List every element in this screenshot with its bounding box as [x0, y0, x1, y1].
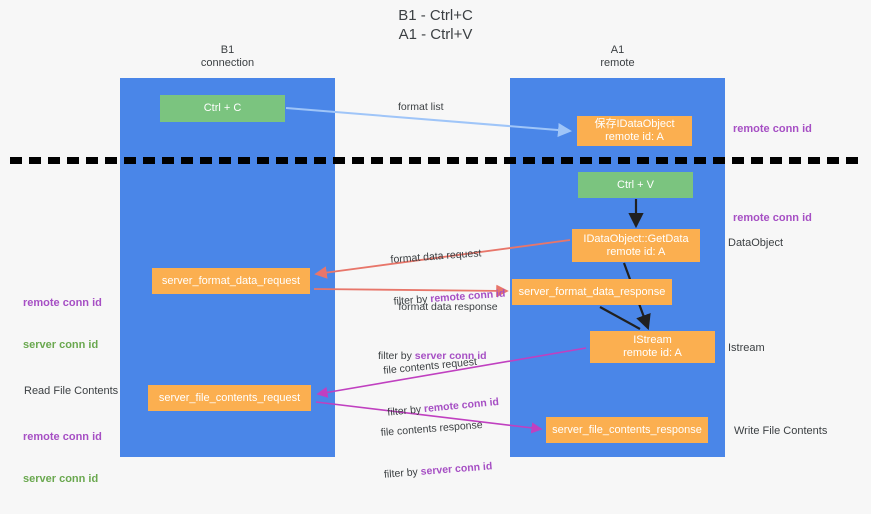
node-server-file-contents-response[interactable]: server_file_contents_response: [546, 417, 708, 443]
annotation-server-conn-id: server conn id: [23, 339, 99, 351]
node-istream-sublabel: remote id: A: [623, 347, 682, 359]
node-server-format-data-response-label: server_format_data_response: [518, 285, 666, 298]
node-save-idataobject-sublabel: remote id: A: [605, 131, 664, 143]
node-istream-label: IStream: [633, 334, 672, 346]
node-server-file-contents-response-label: server_file_contents_response: [552, 423, 702, 436]
edge-format-data-request: [314, 239, 571, 279]
edge-file-contents-response: [315, 401, 543, 434]
edge-response-to-istream: [599, 306, 641, 330]
edge-label-file-contents-request-line1: file contents request: [382, 355, 478, 377]
lane-a1-lower: [510, 160, 725, 457]
edge-label-format-data-response: format data response filter by server co…: [378, 272, 518, 391]
node-server-file-contents-request[interactable]: server_file_contents_request: [148, 385, 311, 411]
annotation-istream: Istream: [728, 342, 765, 354]
node-idataobject-getdata-label: IDataObject::GetData: [583, 232, 689, 245]
annotation-dataobject: DataObject: [728, 237, 784, 249]
node-istream[interactable]: IStream remote id: A: [590, 331, 715, 363]
edge-label-file-contents-response-line2: filter by server conn id: [383, 459, 493, 481]
node-save-idataobject-label: 保存IDataObject: [594, 118, 675, 130]
edge-label-format-data-response-line2: filter by server conn id: [378, 349, 518, 363]
node-ctrl-c[interactable]: Ctrl + C: [160, 95, 285, 122]
node-save-idataobject[interactable]: 保存IDataObject remote id: A: [577, 116, 692, 146]
filter-key-server-conn-id: server conn id: [414, 350, 487, 362]
edge-label-format-data-request-line1: format data request: [390, 247, 482, 266]
node-idataobject-getdata[interactable]: IDataObject::GetData remote id: A: [572, 229, 700, 262]
annotation-remote-conn-id: remote conn id: [23, 431, 102, 443]
column-header-a1: A1 remote: [600, 44, 635, 69]
node-ctrl-v-label: Ctrl + V: [617, 178, 654, 191]
page-title: B1 - Ctrl+C A1 - Ctrl+V: [398, 7, 473, 43]
annotation-remote-conn-id-middle: remote conn id: [733, 212, 812, 224]
filter-by-prefix: filter by: [378, 350, 415, 362]
node-server-file-contents-request-label: server_file_contents_request: [158, 391, 301, 404]
edge-label-file-contents-response-line1: file contents response: [380, 418, 484, 439]
node-idataobject-getdata-sublabel: remote id: A: [606, 245, 666, 258]
node-server-format-data-request[interactable]: server_format_data_request: [152, 268, 310, 294]
edge-label-format-list: format list: [398, 101, 444, 113]
filter-key-server-conn-id: server conn id: [420, 460, 493, 478]
node-server-format-data-request-label: server_format_data_request: [161, 274, 301, 287]
divider-dashed: [10, 157, 861, 164]
edge-label-format-data-response-line1: format data response: [398, 301, 498, 313]
annotation-read-file-contents: Read File Contents: [24, 385, 119, 397]
edge-file-contents-request: [316, 347, 587, 398]
annotation-remote-conn-id-top: remote conn id: [733, 123, 812, 135]
node-ctrl-c-label: Ctrl + C: [203, 102, 242, 114]
annotation-remote-conn-id: remote conn id: [23, 297, 102, 309]
annotation-conn-ids-bottom: remote conn id server conn id: [23, 402, 102, 514]
edge-label-file-contents-response: file contents response filter by server …: [378, 389, 495, 509]
annotation-conn-ids-middle: remote conn id server conn id: [23, 268, 102, 380]
annotation-write-file-contents: Write File Contents: [734, 425, 828, 437]
column-header-b1: B1 connection: [200, 44, 255, 69]
node-ctrl-v[interactable]: Ctrl + V: [578, 172, 693, 198]
diagram-canvas: B1 - Ctrl+C A1 - Ctrl+V B1 connection A1…: [10, 7, 861, 485]
node-server-format-data-response[interactable]: server_format_data_response: [512, 279, 672, 305]
annotation-server-conn-id: server conn id: [23, 473, 99, 485]
edge-format-list: [285, 107, 572, 138]
edge-format-data-response: [313, 284, 509, 298]
filter-by-prefix: filter by: [383, 465, 422, 481]
